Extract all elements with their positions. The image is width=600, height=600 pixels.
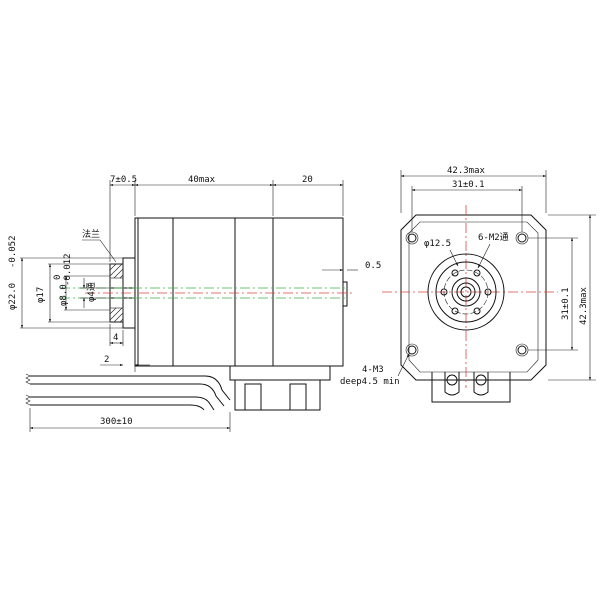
dim-lead-length: 300±10 [100,417,133,427]
front-connector [431,372,511,403]
rear-cap [234,217,274,367]
dim-hole-pitch-vertical: 31±0.1 [561,287,571,320]
dim-boss-step: 2 [104,355,109,365]
dim-shaft-diameter: φ8.0 [59,284,69,306]
hub-hatch-top [109,263,124,279]
dim-front-height: 42.3max [579,286,589,325]
dim-shaft-offset: 0.5 [365,261,381,271]
lead-wires [25,373,231,411]
dim-mount-holes: 4-M3 [362,365,384,375]
front-cap [134,217,174,367]
front-view: 42.3max 31±0.1 31±0.1 42.3max φ12.5 6-M2… [340,166,596,403]
mount-holes [405,231,529,357]
front-outline [400,214,547,381]
dim-flange-length: 7±0.5 [110,175,137,185]
dim-bore-diameter: φ4通 [86,282,97,302]
front-bore [460,286,472,298]
dim-boss-tolerance: -0.052 [8,235,18,268]
front-shaft-outer [451,277,481,307]
front-flange-circle [427,253,505,331]
dim-boss-diameter: φ22.0 [8,283,18,310]
dim-small-holes: 6-M2通 [478,232,509,243]
connector-base [229,365,331,381]
hub-hatch-bottom [109,307,124,323]
dim-boss-face-diameter: φ17 [36,287,46,303]
dim-pcd: φ12.5 [424,239,451,249]
connector-block [234,379,321,411]
label-flange: 法兰 [82,228,100,240]
dim-shaft-tol-top: 0 [53,275,63,280]
dim-shoulder: 4 [113,333,118,343]
dim-front-width: 42.3max [447,166,486,176]
rear-cap-bump [342,281,348,307]
stator-section [172,217,236,367]
side-view: 7±0.5 40max 20 法兰 0.5 φ22.0 -0.052 φ17 φ… [8,175,381,432]
dim-hole-pitch-horizontal: 31±0.1 [452,180,485,190]
dim-rear-length: 20 [302,175,313,185]
dim-mount-depth: deep4.5 min [340,377,400,387]
dim-body-length: 40max [188,175,216,185]
driver-housing [272,217,344,367]
dim-shaft-tol-bottom: -0.012 [63,253,73,286]
small-holes [440,269,492,315]
